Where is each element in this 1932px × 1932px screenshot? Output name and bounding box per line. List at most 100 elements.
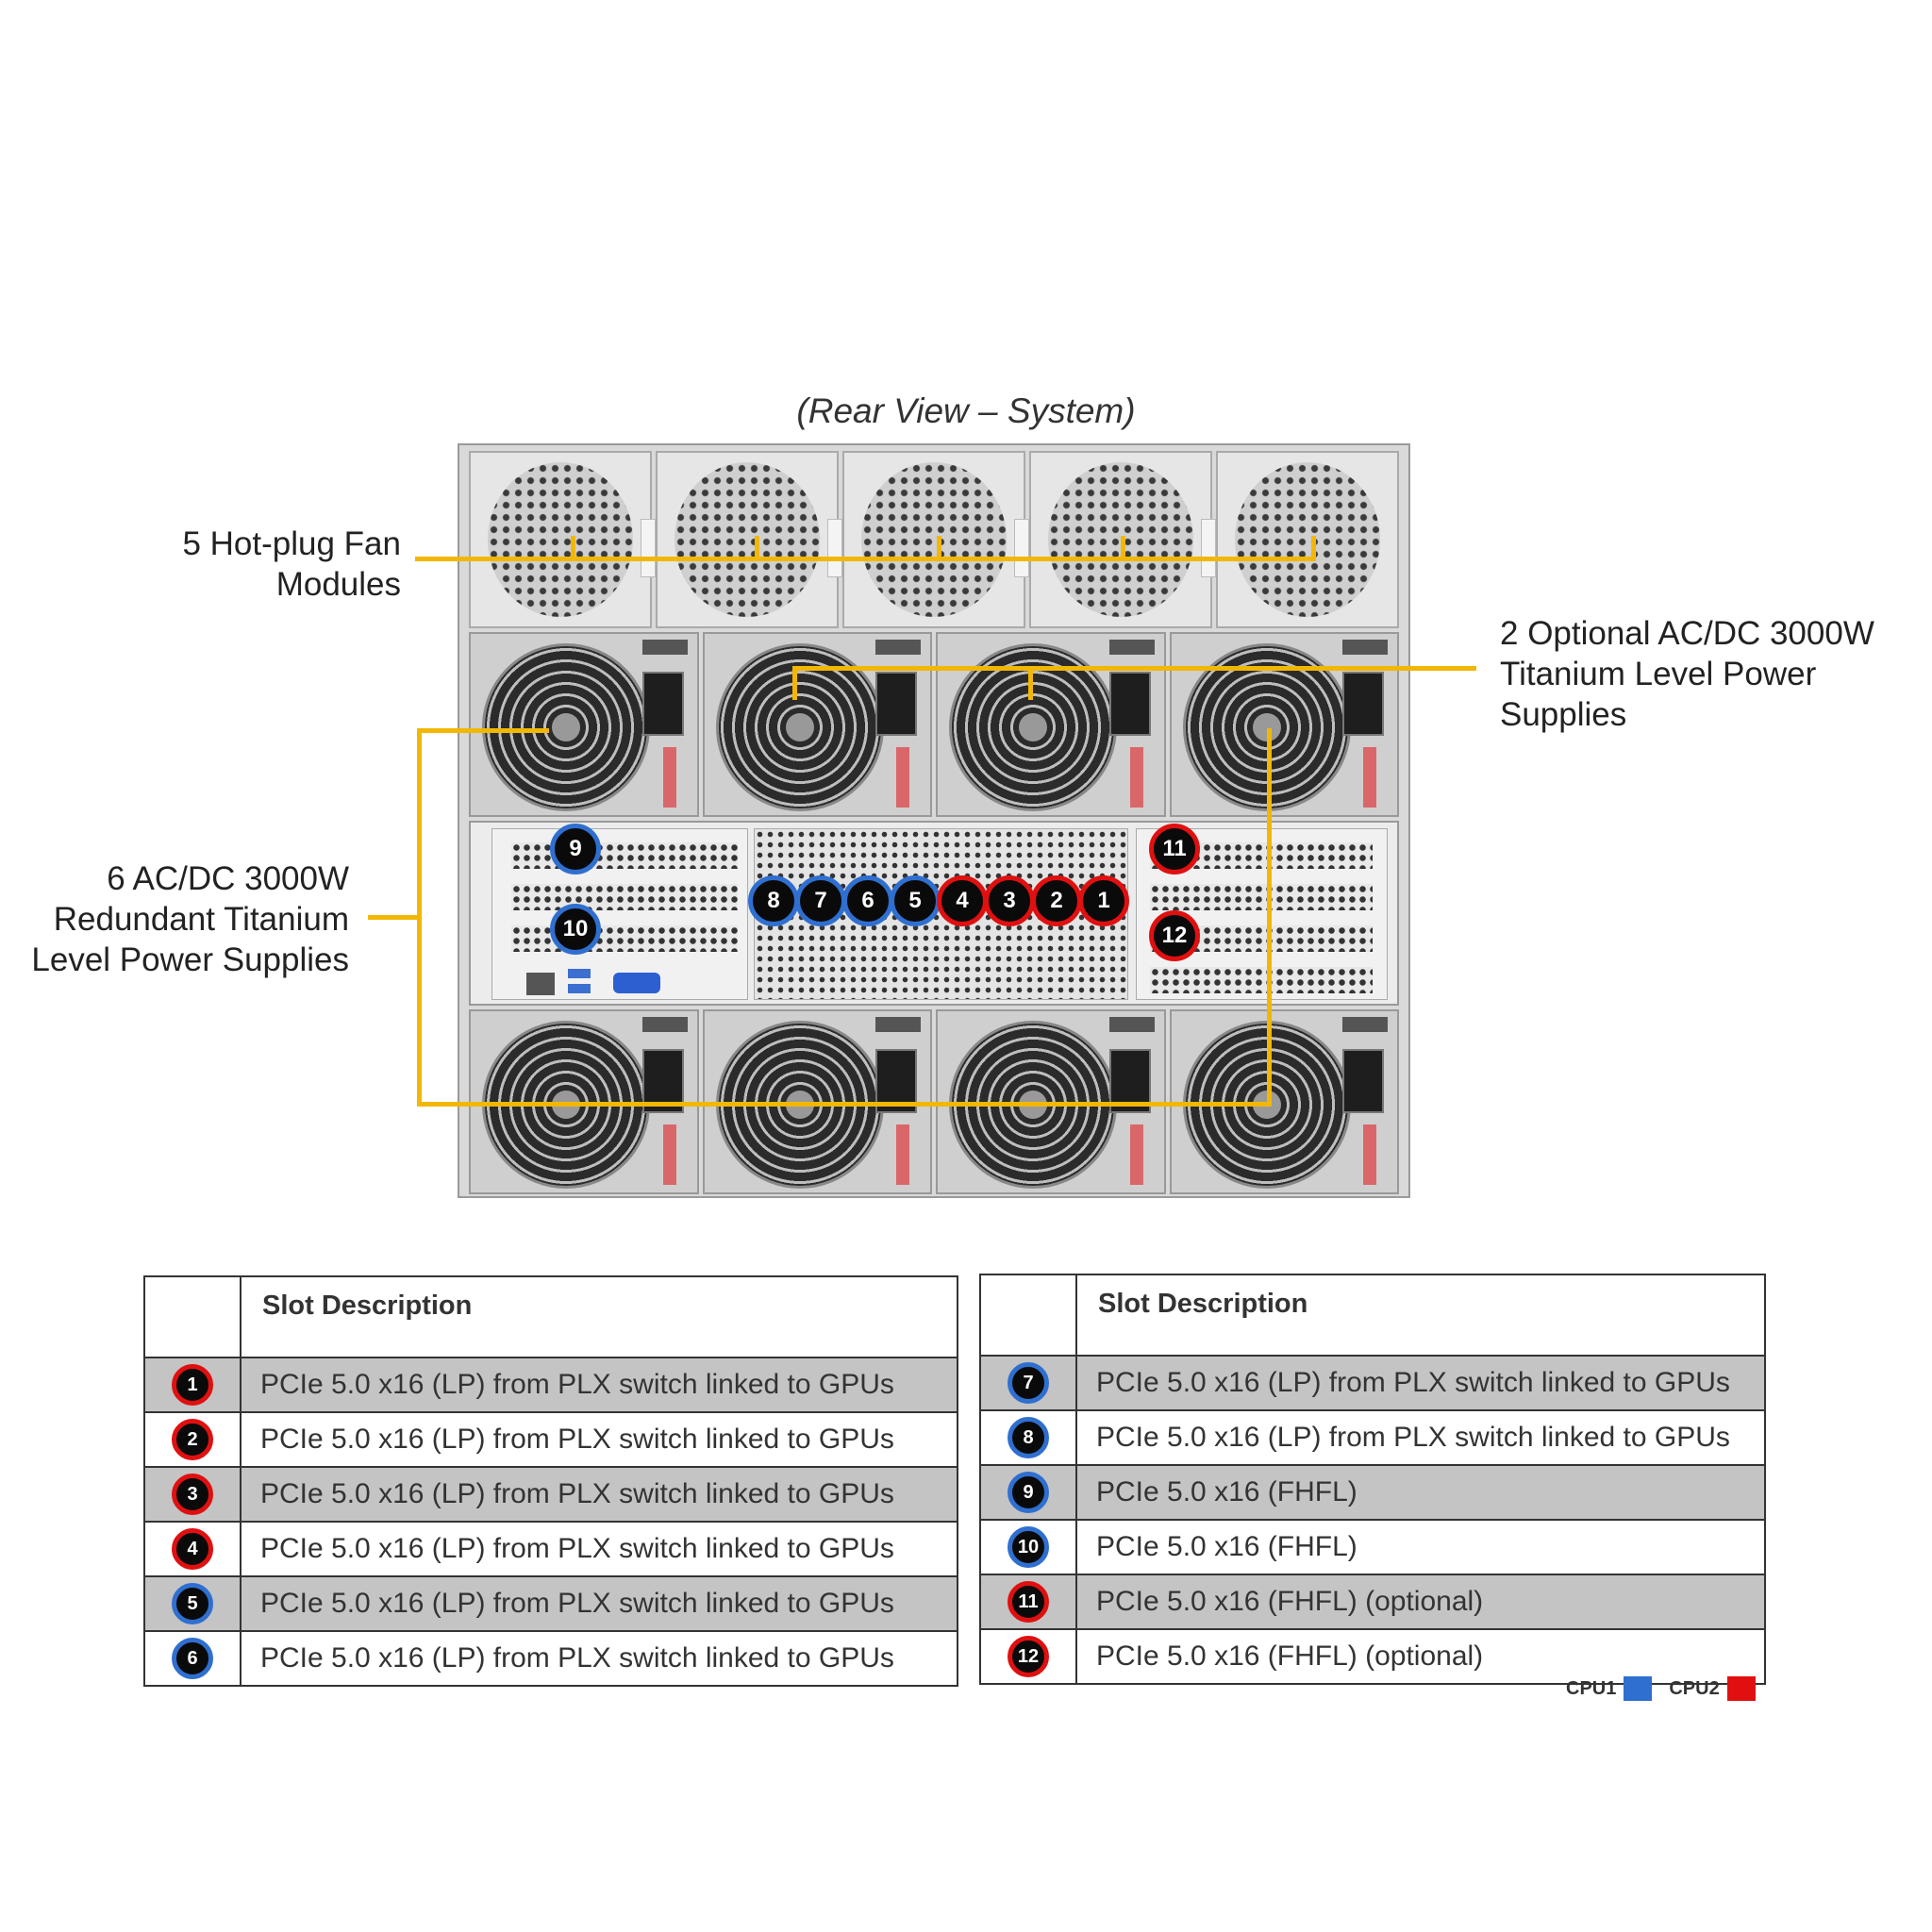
leader-line-redundant-psu bbox=[368, 915, 420, 920]
leader-line-redundant-psu bbox=[417, 728, 422, 1106]
slot-description: PCIe 5.0 x16 (LP) from PLX switch linked… bbox=[1075, 1355, 1766, 1411]
slot-number-cell: 10 bbox=[979, 1519, 1077, 1575]
figure-caption: (Rear View – System) bbox=[796, 391, 1136, 430]
usb-port bbox=[568, 969, 591, 978]
leader-line-redundant-psu bbox=[1267, 728, 1272, 1106]
slot-badge-3: 3 bbox=[172, 1474, 213, 1515]
callout-optional-psu: 2 Optional AC/DC 3000W Titanium Level Po… bbox=[1500, 613, 1915, 735]
power-supply-unit bbox=[469, 632, 699, 817]
slot-badge-10: 10 bbox=[550, 904, 601, 955]
power-supply-unit bbox=[1169, 632, 1399, 817]
callout-line: 2 Optional AC/DC 3000W bbox=[1500, 615, 1874, 652]
slot-badge-7: 7 bbox=[1008, 1362, 1049, 1404]
psu-label bbox=[1108, 640, 1155, 655]
expansion-slot bbox=[1150, 884, 1373, 910]
leader-line-redundant-psu bbox=[417, 1102, 1272, 1107]
slot-number-cell: 8 bbox=[979, 1409, 1077, 1466]
fan-module-handle bbox=[827, 519, 842, 577]
fan-module-handle bbox=[1014, 519, 1029, 577]
legend-label-cpu1: CPU1 bbox=[1566, 1677, 1617, 1699]
slot-number-cell: 6 bbox=[143, 1630, 242, 1687]
fan-grille-icon bbox=[1235, 462, 1380, 617]
fan-grille-icon bbox=[675, 462, 820, 617]
psu-label bbox=[1342, 1017, 1388, 1032]
power-socket-icon bbox=[1108, 672, 1151, 736]
power-socket-icon bbox=[641, 672, 684, 736]
vga-port bbox=[613, 973, 660, 993]
psu-fan-icon bbox=[949, 643, 1117, 811]
psu-fan-icon bbox=[715, 643, 884, 811]
table-row: 4 PCIe 5.0 x16 (LP) from PLX switch linke… bbox=[143, 1521, 958, 1577]
slot-description: PCIe 5.0 x16 (FHFL) (optional) bbox=[1075, 1628, 1766, 1685]
slot-badge-6: 6 bbox=[842, 875, 893, 926]
slot-badge-4: 4 bbox=[172, 1528, 213, 1570]
psu-release-latch bbox=[1129, 747, 1143, 808]
slot-number-cell: 5 bbox=[143, 1575, 242, 1632]
psu-release-latch bbox=[1129, 1124, 1143, 1185]
slot-badge-8: 8 bbox=[1008, 1417, 1049, 1458]
table-header: Slot Description bbox=[1075, 1274, 1766, 1357]
power-supply-unit bbox=[702, 632, 932, 817]
slot-badge-6: 6 bbox=[172, 1638, 213, 1679]
fhfl-slot-bay-left bbox=[491, 828, 748, 1000]
fan-grille-icon bbox=[861, 462, 1007, 617]
slot-number-cell: 12 bbox=[979, 1628, 1077, 1685]
slot-badge-3: 3 bbox=[984, 875, 1035, 926]
power-socket-icon bbox=[1342, 672, 1384, 736]
slot-number-cell: 9 bbox=[979, 1464, 1077, 1521]
slot-badge-4: 4 bbox=[937, 875, 988, 926]
leader-line-redundant-psu bbox=[417, 728, 549, 733]
psu-label bbox=[875, 1017, 921, 1032]
table-corner-cell bbox=[143, 1275, 242, 1358]
callout-line: Redundant Titanium bbox=[53, 901, 349, 938]
slot-badge-11: 11 bbox=[1149, 824, 1200, 874]
table-corner-cell bbox=[979, 1274, 1077, 1357]
slot-badge-2: 2 bbox=[172, 1419, 213, 1460]
slot-description: PCIe 5.0 x16 (LP) from PLX switch linked… bbox=[240, 1521, 958, 1577]
leader-tick bbox=[571, 536, 575, 558]
slot-description: PCIe 5.0 x16 (LP) from PLX switch linked… bbox=[240, 1575, 958, 1632]
leader-tick bbox=[755, 536, 759, 558]
slot-badge-5: 5 bbox=[890, 875, 941, 926]
slot-number-cell: 7 bbox=[979, 1355, 1077, 1411]
leader-line-optional-psu bbox=[792, 666, 1476, 671]
legend-swatch-cpu2 bbox=[1726, 1676, 1756, 1701]
fan-module bbox=[1216, 451, 1399, 628]
fan-module bbox=[842, 451, 1029, 628]
slot-badge-1: 1 bbox=[172, 1364, 213, 1406]
slot-badge-2: 2 bbox=[1031, 875, 1082, 926]
psu-label bbox=[641, 640, 688, 655]
table-header: Slot Description bbox=[240, 1275, 958, 1358]
power-socket-icon bbox=[1342, 1049, 1384, 1113]
psu-release-latch bbox=[1363, 1124, 1376, 1185]
cpu-legend: CPU1 CPU2 bbox=[1566, 1676, 1765, 1701]
slot-badge-8: 8 bbox=[748, 875, 799, 926]
slot-badge-12: 12 bbox=[1149, 910, 1200, 961]
psu-row-top bbox=[469, 632, 1399, 817]
expansion-slot bbox=[511, 925, 738, 952]
callout-line: Modules bbox=[275, 566, 401, 603]
psu-release-latch bbox=[896, 747, 909, 808]
callout-line: Level Power Supplies bbox=[31, 941, 349, 978]
slot-description: PCIe 5.0 x16 (LP) from PLX switch linked… bbox=[1075, 1409, 1766, 1466]
slot-badge-7: 7 bbox=[795, 875, 846, 926]
psu-release-latch bbox=[896, 1124, 909, 1185]
slot-number-cell: 4 bbox=[143, 1521, 242, 1577]
slot-description: PCIe 5.0 x16 (LP) from PLX switch linked… bbox=[240, 1466, 958, 1523]
legend-swatch-cpu1 bbox=[1624, 1676, 1653, 1701]
fan-grille-icon bbox=[1048, 462, 1193, 617]
table-row: 8 PCIe 5.0 x16 (LP) from PLX switch linke… bbox=[979, 1409, 1766, 1466]
fan-module-row bbox=[469, 451, 1399, 628]
psu-fan-icon bbox=[482, 643, 650, 811]
legend-label-cpu2: CPU2 bbox=[1669, 1677, 1720, 1699]
slot-badge-9: 9 bbox=[550, 824, 601, 874]
slot-badge-1: 1 bbox=[1078, 875, 1129, 926]
power-supply-unit bbox=[936, 632, 1166, 817]
callout-line: Supplies bbox=[1500, 696, 1627, 733]
